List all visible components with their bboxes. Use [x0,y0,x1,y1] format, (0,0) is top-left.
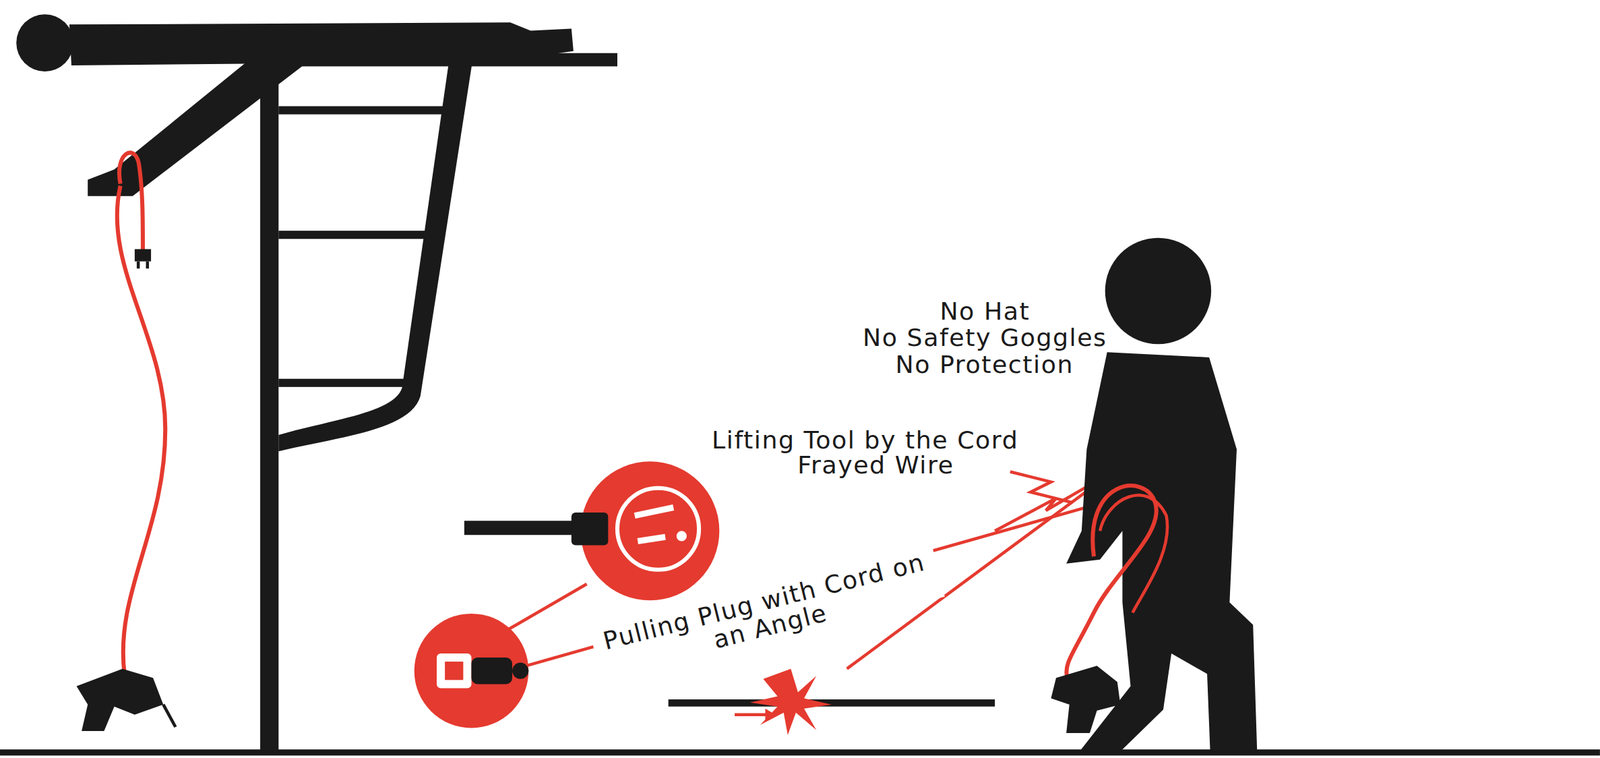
power-cord [1099,494,1168,612]
worker-body [69,22,574,66]
hazard-label: No Safety Goggles [862,324,1107,351]
worker-head [16,14,74,72]
outlet [436,653,472,688]
hazard-label: No Protection [895,351,1074,378]
ground-line [0,748,1600,755]
plug-cord [512,662,529,679]
lightning-bolt [1010,471,1072,502]
outlet-face [617,487,699,570]
plug-body [571,512,609,545]
hazard-label: No Hat [939,298,1030,325]
power-cord [1066,485,1156,678]
power-drill [1050,665,1121,733]
arrow-head [765,708,776,721]
hazard-label: Pulling Plug with Cord on an Angle [589,546,945,683]
worker-head [1105,237,1212,344]
plug-prong [146,261,150,269]
plug [134,248,151,261]
lightning-bolt [994,484,1090,531]
callout-circle [414,613,530,728]
ladder-rung [278,378,418,387]
plug-prong [634,506,674,541]
ladder-rail [278,61,473,451]
ladder-rung [278,230,442,239]
plug-body [471,657,513,684]
callout-line [502,583,588,633]
hazard-label: Frayed Wire [797,452,954,478]
spark-symbol [750,668,832,735]
outlet-slot [444,661,464,680]
plug-prong [136,261,141,269]
hazard-label: Lifting Tool by the Cord [711,427,1019,453]
power-cord [119,152,143,251]
ladder-post [260,61,279,751]
ladder-rung [278,105,463,114]
ground-pin [676,530,687,541]
drill-bit [163,704,176,727]
power-drill [76,668,164,731]
floor-outlet [668,698,995,707]
power-cord [117,186,166,674]
